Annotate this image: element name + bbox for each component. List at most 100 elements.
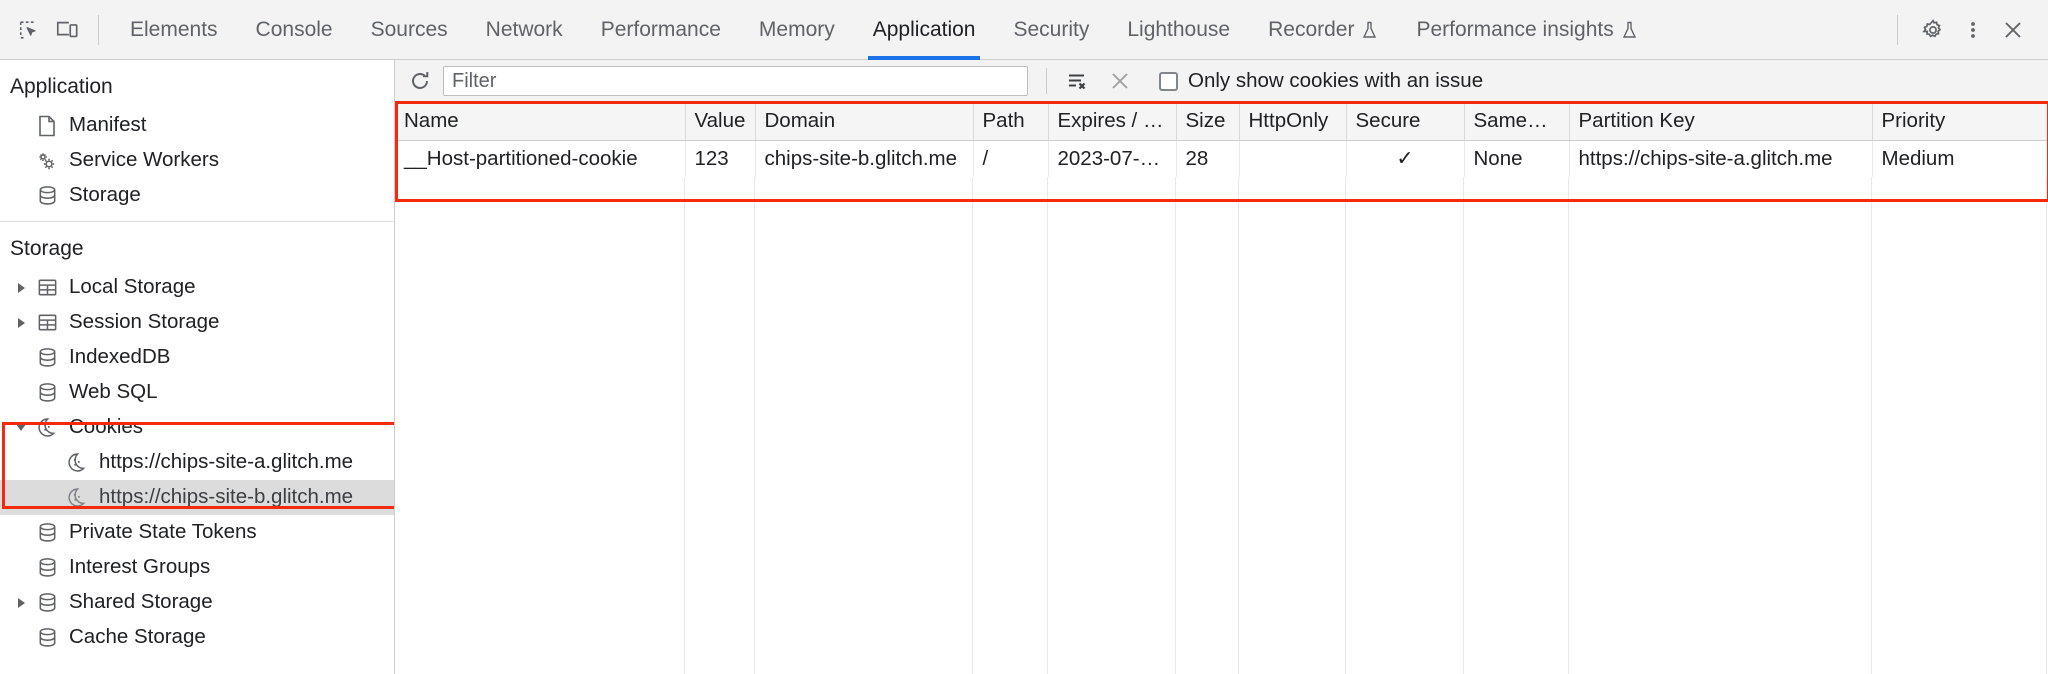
- column-header-partition-key[interactable]: Partition Key: [1569, 103, 1873, 141]
- sidebar-item-label: IndexedDB: [69, 345, 171, 369]
- cookie-icon: [62, 486, 92, 509]
- cell-expires[interactable]: 2023-07-07…: [1048, 140, 1177, 177]
- sidebar-item-service-workers[interactable]: Service Workers: [0, 143, 394, 178]
- sidebar-item-session-storage[interactable]: Session Storage: [0, 305, 394, 340]
- column-header-domain[interactable]: Domain: [755, 103, 974, 141]
- sidebar-item-private-state-tokens[interactable]: Private State Tokens: [0, 515, 394, 550]
- cookies-table: Name Value Domain Path Expires / M… Size…: [395, 103, 2048, 177]
- inspect-element-icon[interactable]: [10, 11, 48, 49]
- only-show-issues-checkbox-row[interactable]: Only show cookies with an issue: [1159, 69, 1483, 93]
- tab-network[interactable]: Network: [467, 0, 582, 60]
- cookie-icon: [62, 451, 92, 474]
- cookies-filter-bar: Filter Only show cookies with an issue: [395, 60, 2048, 103]
- tab-memory[interactable]: Memory: [740, 0, 854, 60]
- filter-placeholder: Filter: [452, 69, 497, 92]
- tab-label: Performance: [600, 17, 721, 41]
- column-header-value[interactable]: Value: [685, 103, 756, 141]
- database-icon: [32, 521, 62, 544]
- cell-size[interactable]: 28: [1176, 140, 1240, 177]
- database-icon: [32, 184, 62, 207]
- cell-httponly[interactable]: [1239, 140, 1347, 177]
- chevron-right-icon[interactable]: [10, 282, 32, 294]
- column-header-expires[interactable]: Expires / M…: [1048, 103, 1177, 141]
- tab-label: Lighthouse: [1127, 17, 1231, 41]
- only-show-issues-checkbox[interactable]: [1159, 71, 1178, 91]
- sidebar-item-label: Cache Storage: [69, 625, 206, 649]
- refresh-icon[interactable]: [403, 64, 437, 98]
- database-icon: [32, 591, 62, 614]
- tab-application[interactable]: Application: [854, 0, 995, 60]
- column-header-name[interactable]: Name: [395, 103, 686, 141]
- more-options-icon[interactable]: [1954, 11, 1992, 49]
- sidebar-item-cookie-origin-b[interactable]: https://chips-site-b.glitch.me: [0, 480, 394, 515]
- database-icon: [32, 556, 62, 579]
- settings-gear-icon[interactable]: [1914, 11, 1952, 49]
- sidebar-item-storage[interactable]: Storage: [0, 178, 394, 213]
- sidebar-item-web-sql[interactable]: Web SQL: [0, 375, 394, 410]
- clear-filters-icon[interactable]: [1061, 64, 1095, 98]
- cookies-pane: Filter Only show cookies with an issue: [395, 60, 2048, 674]
- tab-label: Sources: [370, 17, 448, 41]
- table-row[interactable]: __Host-partitioned-cookie 123 chips-site…: [395, 140, 2048, 177]
- sidebar-item-cookies[interactable]: Cookies: [0, 410, 394, 445]
- devtools-tabbar: Elements Console Sources Network Perform…: [0, 0, 2048, 60]
- device-toolbar-icon[interactable]: [48, 11, 86, 49]
- sidebar-item-label: Service Workers: [69, 148, 219, 172]
- tab-console[interactable]: Console: [237, 0, 352, 60]
- sidebar-item-manifest[interactable]: Manifest: [0, 108, 394, 143]
- sidebar-item-local-storage[interactable]: Local Storage: [0, 270, 394, 305]
- column-header-priority[interactable]: Priority: [1872, 103, 2048, 141]
- sidebar-item-label: Web SQL: [69, 380, 158, 404]
- tab-security[interactable]: Security: [994, 0, 1108, 60]
- column-header-samesite[interactable]: SameSite: [1464, 103, 1570, 141]
- cell-priority[interactable]: Medium: [1872, 140, 2048, 177]
- cell-secure[interactable]: ✓: [1346, 140, 1465, 177]
- chevron-down-icon[interactable]: [10, 422, 32, 433]
- tab-sources[interactable]: Sources: [352, 0, 467, 60]
- tab-label: Console: [255, 17, 333, 41]
- tab-label: Memory: [758, 17, 835, 41]
- sidebar-item-label: Shared Storage: [69, 590, 213, 614]
- cell-value[interactable]: 123: [685, 140, 756, 177]
- tab-recorder[interactable]: Recorder: [1249, 0, 1397, 60]
- tab-label: Security: [1013, 17, 1090, 41]
- experiment-flask-icon: [1361, 20, 1378, 40]
- close-devtools-icon[interactable]: [1994, 11, 2032, 49]
- column-header-httponly[interactable]: HttpOnly: [1239, 103, 1347, 141]
- only-show-issues-label: Only show cookies with an issue: [1188, 69, 1484, 92]
- cell-samesite[interactable]: None: [1464, 140, 1570, 177]
- sidebar-item-label: Storage: [69, 183, 141, 207]
- sidebar-item-indexeddb[interactable]: IndexedDB: [0, 340, 394, 375]
- chevron-right-icon[interactable]: [10, 597, 32, 609]
- filter-input[interactable]: Filter: [443, 66, 1028, 96]
- sidebar-item-cache-storage[interactable]: Cache Storage: [0, 620, 394, 655]
- sidebar-item-shared-storage[interactable]: Shared Storage: [0, 585, 394, 620]
- sidebar-divider: [0, 221, 394, 222]
- sidebar-item-label: https://chips-site-a.glitch.me: [99, 450, 354, 474]
- sidebar-item-label: Private State Tokens: [69, 520, 257, 544]
- tab-elements[interactable]: Elements: [111, 0, 237, 60]
- column-header-size[interactable]: Size: [1176, 103, 1240, 141]
- sidebar-item-interest-groups[interactable]: Interest Groups: [0, 550, 394, 585]
- sidebar-item-label: Session Storage: [69, 310, 220, 334]
- tab-lighthouse[interactable]: Lighthouse: [1108, 0, 1249, 60]
- cell-path[interactable]: /: [973, 140, 1049, 177]
- clear-x-icon[interactable]: [1103, 64, 1137, 98]
- tab-performance-insights[interactable]: Performance insights: [1397, 0, 1656, 60]
- sidebar-item-cookie-origin-a[interactable]: https://chips-site-a.glitch.me: [0, 445, 394, 480]
- column-header-secure[interactable]: Secure: [1346, 103, 1465, 141]
- database-icon: [32, 381, 62, 404]
- cookies-grid: Name Value Domain Path Expires / M… Size…: [395, 101, 2048, 674]
- application-sidebar: Application Manifest Service Workers: [0, 60, 395, 674]
- table-grid-icon: [32, 311, 62, 334]
- cookie-icon: [32, 416, 62, 439]
- tab-performance[interactable]: Performance: [582, 0, 740, 60]
- empty-grid-lines: [395, 177, 2047, 674]
- chevron-right-icon[interactable]: [10, 317, 32, 329]
- column-header-path[interactable]: Path: [973, 103, 1049, 141]
- devtools-body: Application Manifest Service Workers: [0, 60, 2048, 674]
- database-icon: [32, 626, 62, 649]
- cell-name[interactable]: __Host-partitioned-cookie: [395, 140, 686, 177]
- cell-partition-key[interactable]: https://chips-site-a.glitch.me: [1569, 140, 1873, 177]
- cell-domain[interactable]: chips-site-b.glitch.me: [755, 140, 974, 177]
